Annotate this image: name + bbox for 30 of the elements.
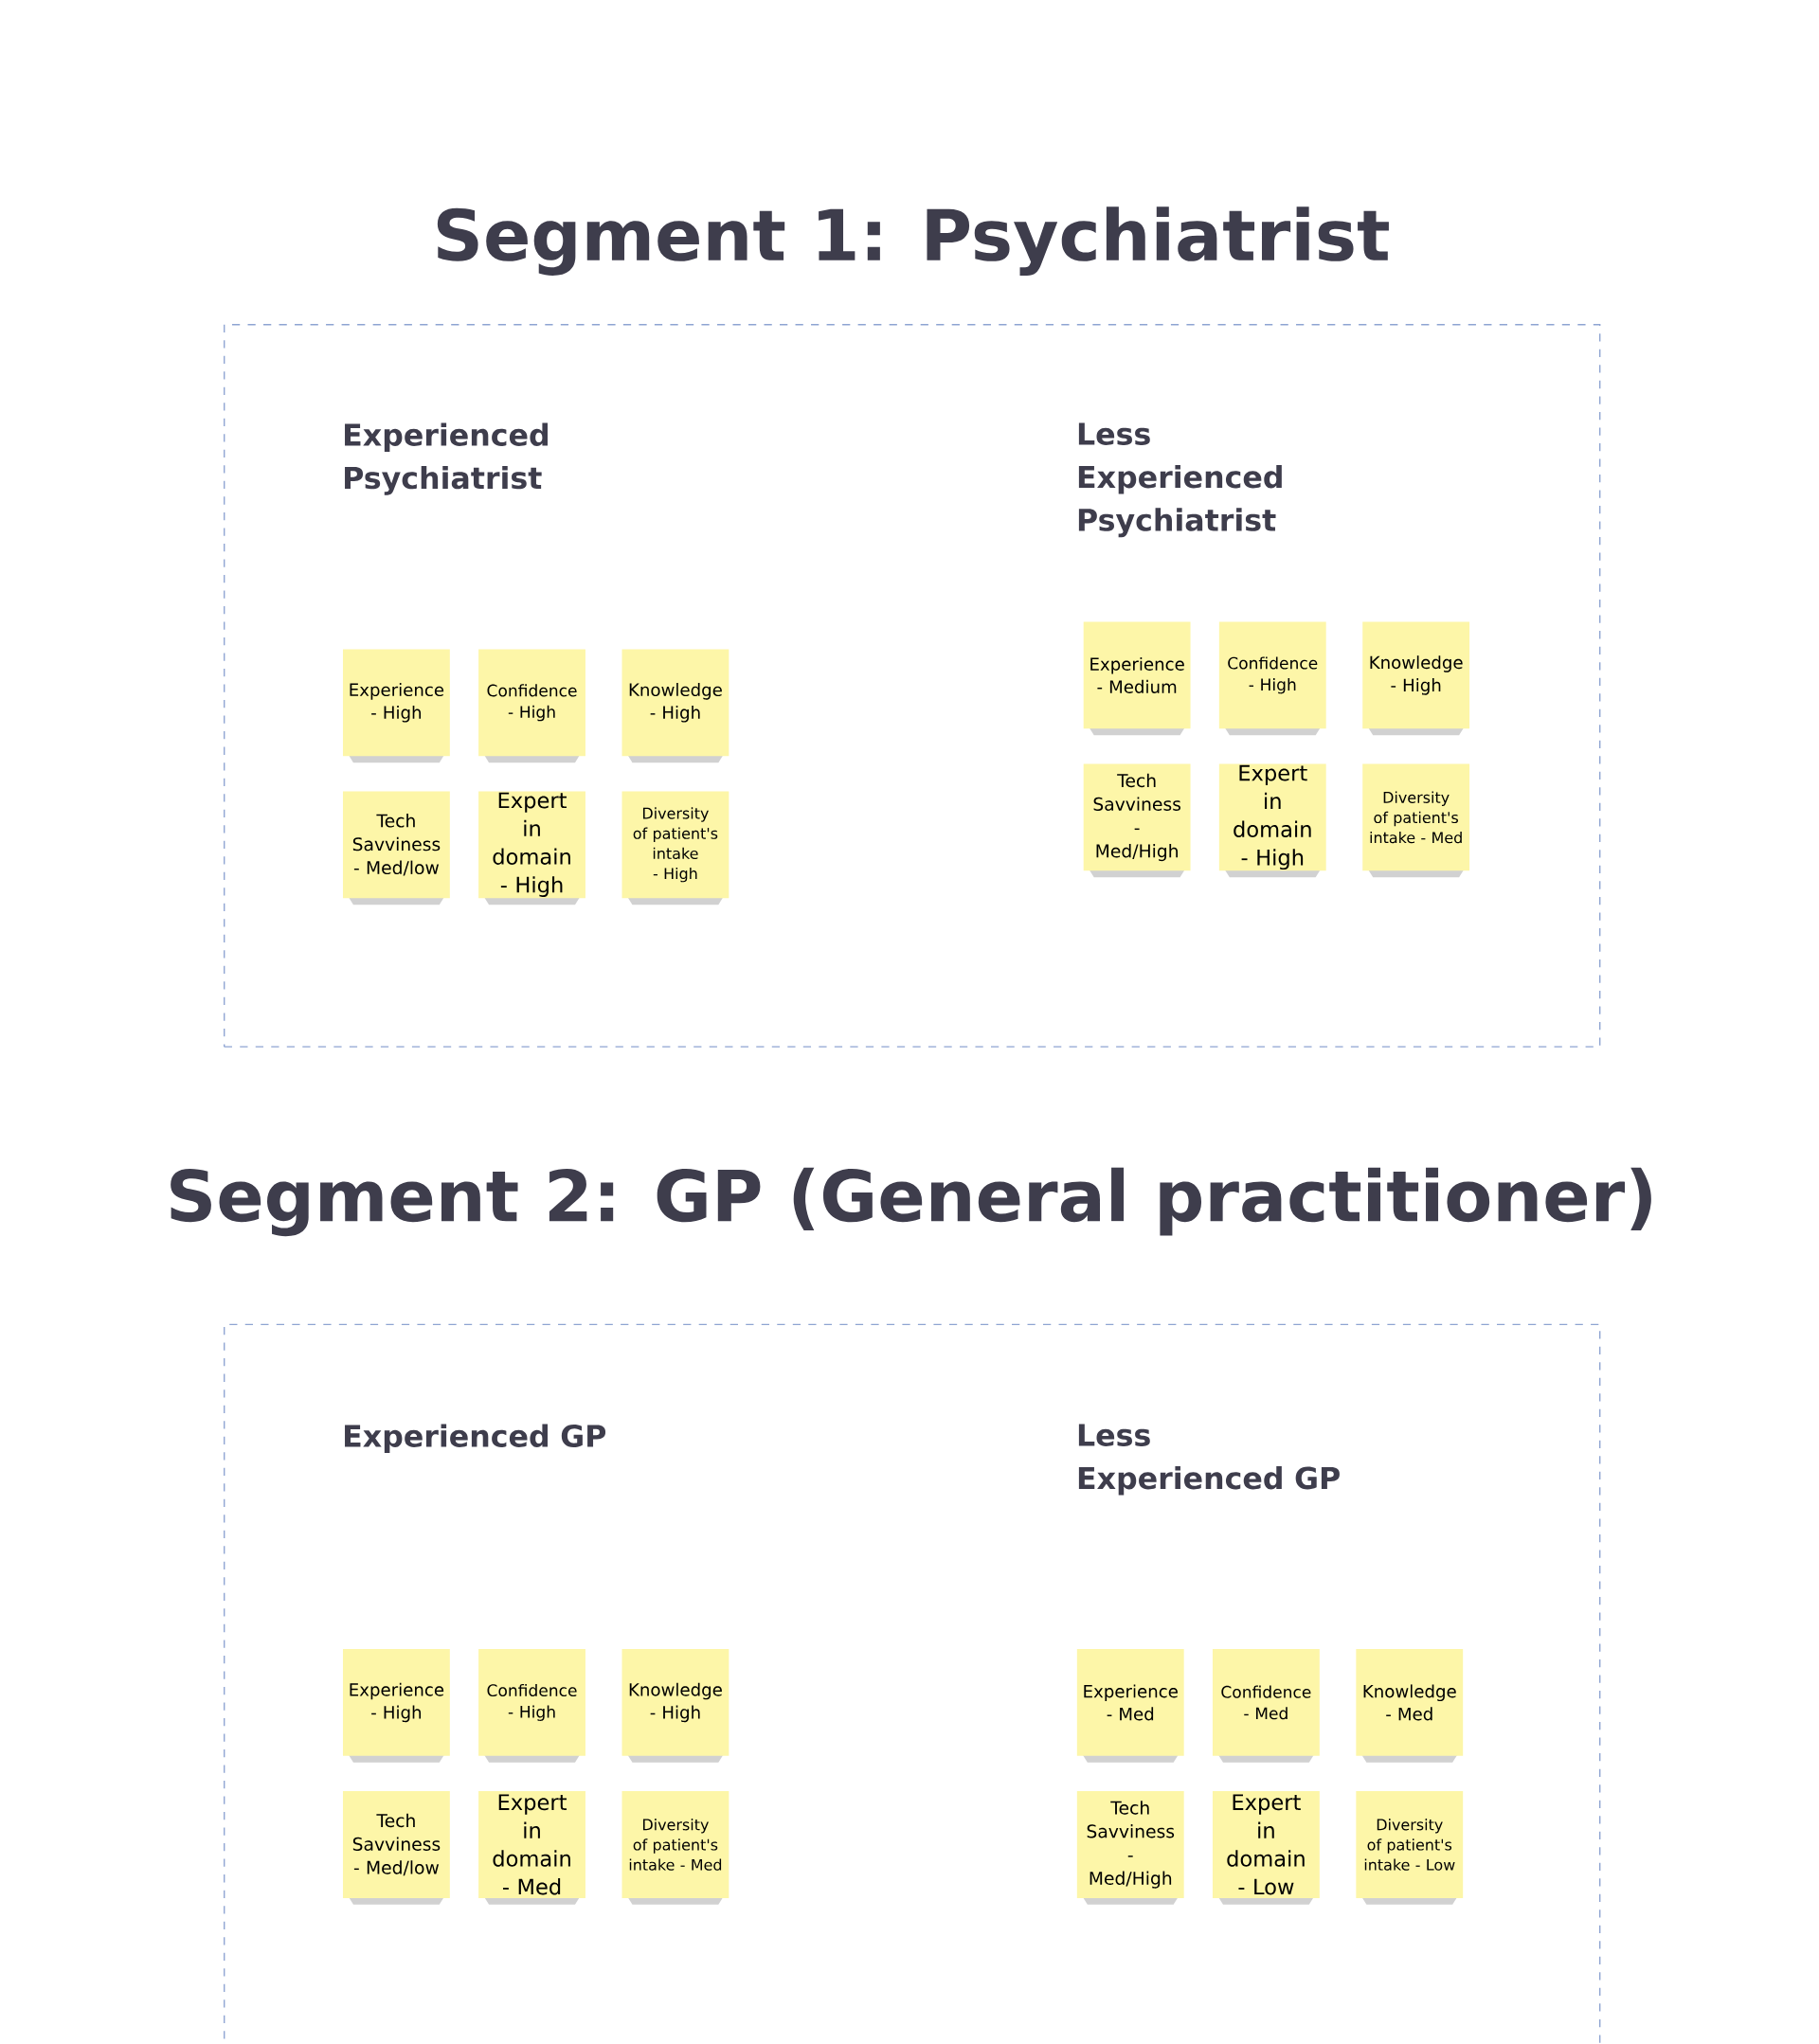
sticky-note: Confidence - High [1218,621,1326,736]
sticky-note: Expert in domain - High [1218,763,1326,878]
sticky-note: Knowledge - High [621,1649,729,1763]
sticky-note: Knowledge - High [1362,621,1470,736]
segment-title: Segment 1: Psychiatrist [437,206,1389,276]
sticky-note: Tech Savviness - Med/High [1076,1791,1184,1905]
group-heading: Experienced GP [345,1424,606,1454]
sticky-note: Experience - High [343,649,450,763]
sticky-note: Confidence - High [478,1649,585,1763]
sticky-note: Confidence - Med [1213,1649,1320,1763]
group-heading: Less Experienced Psychiatrist [1078,422,1282,538]
sticky-note: Knowledge - High [621,649,729,763]
sticky-note: Expert in domain - Low [1213,1791,1320,1905]
sticky-note: Confidence - High [478,649,585,763]
group-heading: Experienced Psychiatrist [345,422,549,495]
group-heading: Less Experienced GP [1078,1424,1340,1496]
sticky-note: Tech Savviness - Med/High [1083,763,1191,878]
sticky-note: Knowledge - Med [1356,1649,1464,1763]
sticky-note: Experience - Medium [1083,621,1191,736]
sticky-note: Expert in domain - High [478,791,585,905]
sticky-note: Diversity of patient's intake - Med [1362,763,1470,878]
sticky-note: Tech Savviness - Med/low [343,791,450,905]
sticky-note: Diversity of patient's intake - High [621,791,729,905]
segment-title: Segment 2: GP (General practitioner) [171,1167,1651,1237]
sticky-note: Expert in domain - Med [478,1791,585,1905]
sticky-note: Tech Savviness - Med/low [343,1791,450,1905]
sticky-note: Diversity of patient's intake - Low [1356,1791,1464,1905]
sticky-note: Experience - Med [1076,1649,1184,1763]
sticky-note: Experience - High [343,1649,450,1763]
sticky-note: Diversity of patient's intake - Med [621,1791,729,1905]
